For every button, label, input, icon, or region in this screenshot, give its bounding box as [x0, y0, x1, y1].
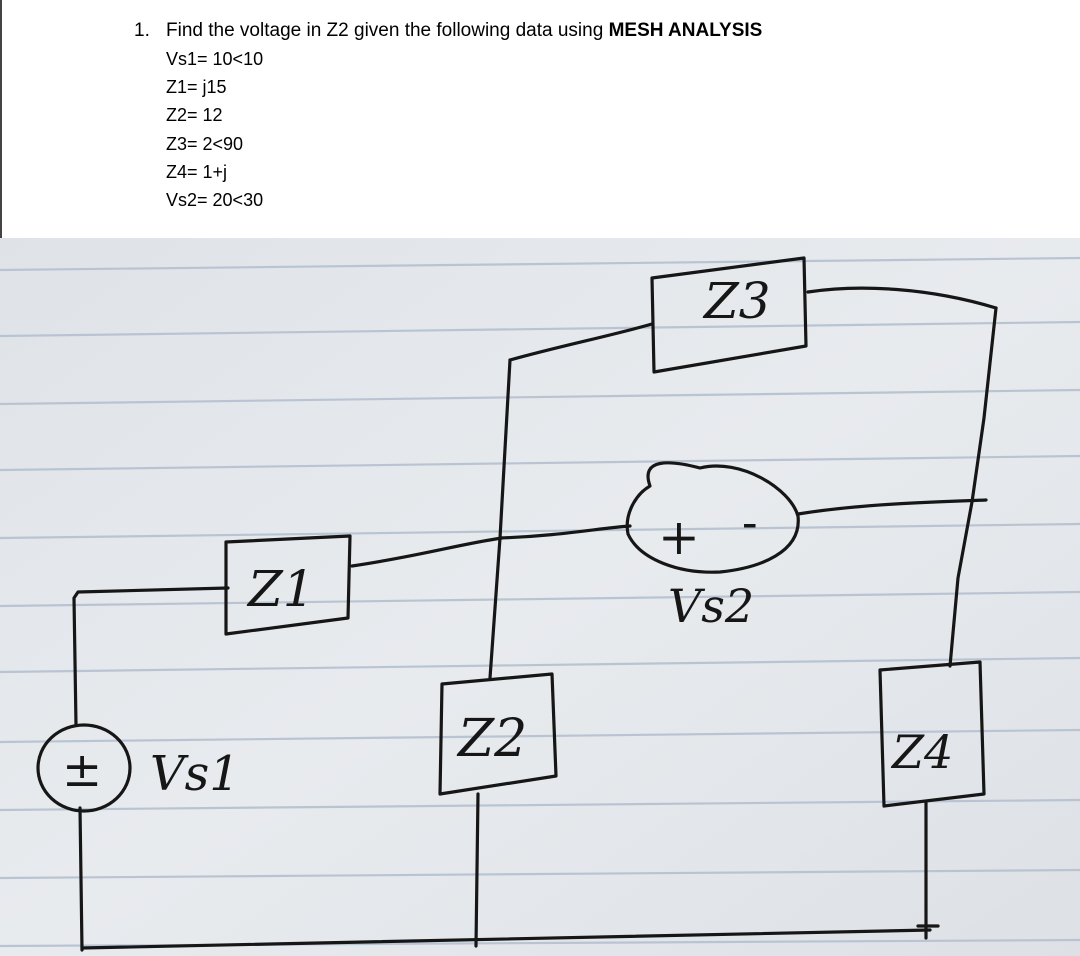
z4-box [878, 660, 986, 808]
given-z4: Z4= 1+j [166, 161, 228, 182]
vs2-plus: + [658, 508, 700, 566]
vs2-source-circle [625, 461, 800, 574]
wire-z1-to-node [350, 536, 504, 568]
vs1-source-circle [36, 723, 132, 813]
wire-vs1-top [72, 586, 230, 727]
wire-z3-to-right [806, 286, 998, 310]
page-left-border [0, 0, 2, 240]
wire-node-to-z3 [508, 322, 654, 362]
wire-node-to-vs2 [498, 524, 632, 540]
paper-background [0, 238, 1080, 956]
wire-z2-bottom [474, 792, 480, 948]
circuit-wires [72, 286, 998, 952]
z2-label: Z2 [456, 709, 527, 769]
given-z2: Z2= 12 [166, 105, 223, 126]
question-text: Find the voltage in Z2 given the followi… [166, 17, 762, 45]
given-z3: Z3= 2<90 [166, 133, 244, 154]
z3-label: Z3 [702, 272, 771, 330]
z4-label: Z4 [890, 725, 953, 779]
question-method: MESH ANALYSIS [608, 20, 763, 41]
question-number: 1. [134, 20, 150, 41]
vs1-label: Vs1 [150, 746, 240, 802]
vs1-sign: ± [62, 742, 102, 798]
wire-vs2-to-right [796, 498, 988, 516]
circuit-photo: Z1 Z2 Z3 Z4 ± Vs1 + - Vs2 [0, 238, 1080, 956]
given-data-list: Vs1= 10<10 Z1= j15 Z2= 12 Z3= 2<90 Z4= 1… [166, 45, 263, 214]
ruled-lines [0, 256, 1080, 948]
z1-label: Z1 [246, 560, 315, 618]
vs2-minus: - [742, 495, 758, 549]
vs2-label: Vs2 [668, 579, 754, 633]
component-boxes [36, 256, 986, 813]
z3-box [650, 256, 808, 374]
wire-vs1-bottom [78, 806, 84, 952]
given-z1: Z1= j15 [166, 77, 227, 98]
z2-box [438, 672, 558, 796]
given-vs2: Vs2= 20<30 [166, 190, 264, 211]
z1-box [224, 534, 352, 636]
question-prompt: Find the voltage in Z2 given the followi… [166, 20, 609, 41]
given-vs1: Vs1= 10<10 [166, 49, 264, 69]
wire-bottom-rail [80, 928, 932, 950]
